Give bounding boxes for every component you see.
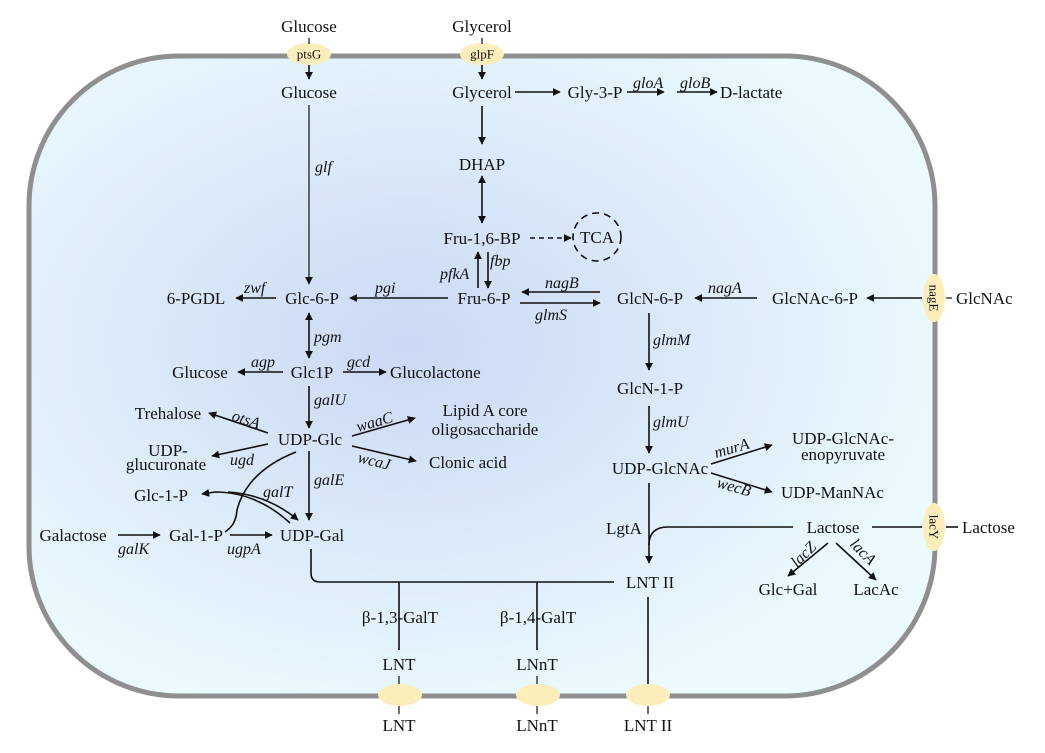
- enz-nagB: nagB: [545, 275, 579, 292]
- met-lipida-1: Lipid A core: [443, 401, 528, 420]
- met-glucose-agp: Glucose: [172, 363, 228, 382]
- met-lactose: Lactose: [807, 518, 860, 537]
- enz-pgi: pgi: [374, 280, 395, 297]
- met-glcn1p: GlcN-1-P: [617, 379, 683, 398]
- tca-circle: [572, 212, 622, 262]
- enz-b13galt: β-1,3-GalT: [362, 608, 439, 627]
- met-6pgdl: 6-PGDL: [167, 289, 226, 308]
- met-glcnac6p: GlcNAc-6-P: [772, 289, 858, 308]
- enz-ugpA: ugpA: [227, 541, 261, 558]
- enz-lgtA: LgtA: [606, 519, 643, 538]
- ext-lnt2: LNT II: [624, 716, 673, 735]
- enz-gloA: gloA: [633, 75, 663, 92]
- enz-galT: galT: [263, 484, 293, 501]
- met-glc1p: Glc1P: [291, 363, 334, 382]
- met-gly3p: Gly-3-P: [568, 83, 623, 102]
- met-glcn6p: GlcN-6-P: [617, 289, 683, 308]
- svg-text:nagE: nagE: [927, 285, 942, 312]
- enz-fbp: fbp: [490, 253, 510, 270]
- enz-nagA: nagA: [708, 280, 742, 297]
- met-udpglucuronate-2: glucuronate: [126, 455, 206, 474]
- met-tca: TCA: [580, 228, 615, 247]
- met-glucolactone: Glucolactone: [390, 363, 481, 382]
- transporter-lnnt: [516, 684, 560, 706]
- met-fru6p: Fru-6-P: [458, 289, 511, 308]
- met-lnnt: LNnT: [516, 655, 558, 674]
- met-trehalose: Trehalose: [135, 404, 201, 423]
- transporter-lacY: lacY: [923, 503, 945, 551]
- ext-lactose: Lactose: [962, 518, 1015, 537]
- met-dhap: DHAP: [459, 155, 505, 174]
- met-lipida-2: oligosaccharide: [432, 420, 539, 439]
- enz-pgm: pgm: [313, 329, 342, 346]
- met-lnt2: LNT II: [626, 573, 675, 592]
- met-glucose: Glucose: [281, 83, 337, 102]
- met-enopyruvate-2: enopyruvate: [801, 445, 885, 464]
- met-galactose: Galactose: [39, 526, 106, 545]
- met-glcgal: Glc+Gal: [759, 580, 818, 599]
- met-glycerol: Glycerol: [452, 83, 512, 102]
- met-fru16bp: Fru-1,6-BP: [444, 229, 521, 248]
- enz-glmU: glmU: [653, 414, 690, 431]
- met-udpglc: UDP-Glc: [278, 430, 343, 449]
- met-udpglcnac: UDP-GlcNAc: [612, 459, 709, 478]
- enz-galU: galU: [314, 392, 347, 409]
- enz-agp: agp: [251, 354, 275, 371]
- enz-galK: galK: [118, 541, 150, 558]
- ext-glcnac: GlcNAc: [956, 289, 1013, 308]
- enz-zwf: zwf: [243, 280, 268, 297]
- transporter-nagE: nagE: [923, 274, 945, 322]
- transporter-lnt2: [626, 684, 670, 706]
- met-enopyruvate-1: UDP-GlcNAc-: [792, 429, 894, 448]
- reaction-lines: [118, 38, 958, 714]
- enz-b14galt: β-1,4-GalT: [500, 608, 577, 627]
- met-dlactate: D-lactate: [720, 83, 782, 102]
- enz-glmM: glmM: [653, 332, 692, 349]
- svg-text:glpF: glpF: [470, 47, 494, 62]
- transporter-glpF: glpF: [460, 43, 504, 65]
- met-udpgal: UDP-Gal: [280, 526, 344, 545]
- svg-text:ptsG: ptsG: [297, 47, 322, 62]
- met-gal1p: Gal-1-P: [169, 526, 223, 545]
- ext-glycerol: Glycerol: [452, 17, 512, 36]
- enz-glf: glf: [315, 159, 334, 176]
- met-glc6p: Glc-6-P: [285, 289, 339, 308]
- transporter-lnt: [378, 684, 422, 706]
- ext-lnnt: LNnT: [516, 716, 558, 735]
- enz-pfkA: pfkA: [439, 266, 470, 283]
- met-glc1p-side: Glc-1-P: [134, 486, 188, 505]
- met-lacac: LacAc: [853, 580, 899, 599]
- svg-text:lacY: lacY: [927, 515, 942, 540]
- met-lnt: LNT: [382, 655, 416, 674]
- enz-galE: galE: [314, 472, 344, 489]
- enz-gloB: gloB: [680, 75, 710, 92]
- enz-ugd: ugd: [230, 452, 255, 469]
- cell-membrane: [26, 53, 938, 699]
- met-udpmannac: UDP-ManNAc: [781, 483, 884, 502]
- met-udpglucuronate-1: UDP-: [148, 441, 188, 460]
- ext-glucose: Glucose: [281, 17, 337, 36]
- ext-lnt: LNT: [382, 716, 416, 735]
- enz-gcd: gcd: [347, 354, 371, 371]
- met-clonic: Clonic acid: [429, 453, 507, 472]
- enz-glmS: glmS: [535, 307, 567, 324]
- transporter-ptsG: ptsG: [287, 43, 331, 65]
